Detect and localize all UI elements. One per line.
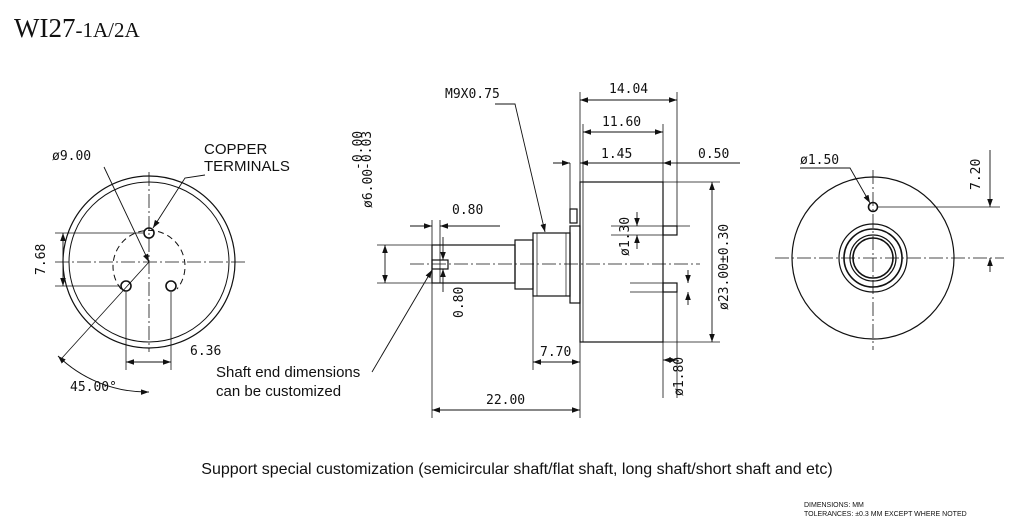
model-title: WI27-1A/2A (14, 13, 140, 43)
shaft-tolerance-label: -0.00-0.03 (351, 131, 375, 170)
body-depth-label: 11.60 (602, 115, 641, 130)
mounting-tab (569, 208, 578, 224)
bushing-length-label: 7.70 (540, 345, 571, 360)
dimensions-note: DIMENSIONS: MM (804, 502, 864, 509)
flat-depth-label: 0.80 (452, 203, 483, 218)
total-depth-label: 14.04 (609, 82, 648, 97)
terminal-diameter-label: ø1.30 (618, 217, 633, 256)
housing (579, 181, 664, 343)
model-variant: -1A/2A (75, 18, 140, 42)
terminal-hole-right (165, 280, 177, 292)
front-view (775, 150, 1004, 350)
terminal-hole-left (120, 280, 132, 292)
bushing-step-label: 1.45 (601, 147, 632, 162)
rear-view (55, 166, 245, 395)
shaft-length-label: 22.00 (486, 393, 525, 408)
customization-caption: Support special customization (semicircu… (201, 461, 832, 478)
pin-offset-label: 7.20 (969, 159, 984, 190)
front-center-lines (775, 170, 1004, 350)
thread-label: M9X0.75 (445, 87, 500, 102)
terminal-height-label: 7.68 (34, 244, 49, 275)
terminal-pitch-arc (112, 229, 186, 290)
pin-diameter-label: ø1.80 (672, 357, 687, 396)
top-terminal (662, 225, 678, 236)
bushing (532, 232, 571, 297)
tolerances-note: TOLERANCES: ±0.3 MM EXCEPT WHERE NOTED (804, 511, 967, 518)
terminal-angle-label: 45.00° (70, 380, 117, 395)
rear-center-lines (55, 172, 245, 352)
terminal-thickness-label: 0.50 (698, 147, 729, 162)
terminal-hole-top (143, 227, 155, 239)
shaft-collar (514, 239, 534, 290)
body-diameter-label: ø23.00±0.30 (717, 224, 732, 310)
bushing-nut (569, 225, 581, 304)
side-view (371, 92, 740, 418)
terminal-spacing-label: 6.36 (190, 344, 221, 359)
angle-arc (57, 355, 150, 395)
pin-hole-label: ø1.50 (800, 153, 839, 168)
rear-diameter-label: ø9.00 (52, 149, 91, 164)
model-name: WI27 (14, 13, 75, 43)
bottom-terminal (662, 282, 678, 293)
shaft-diameter-label: ø6.00 (361, 169, 376, 208)
slot-width-label: 0.80 (452, 287, 467, 318)
